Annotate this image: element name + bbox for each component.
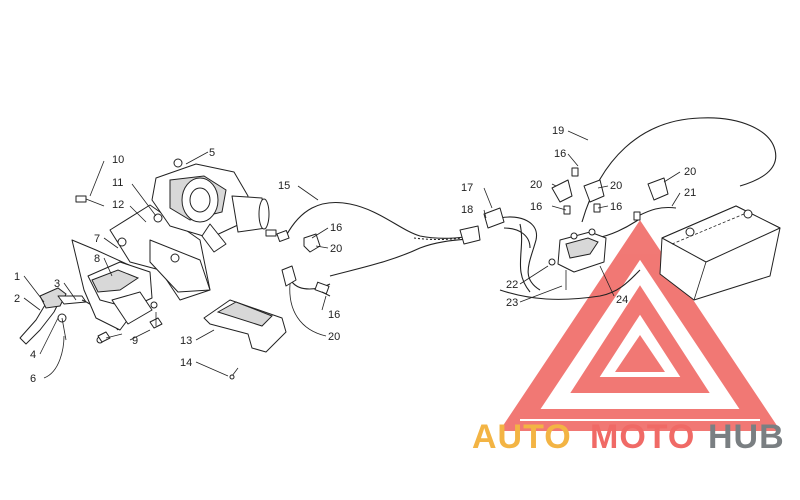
callout-20a: 20 bbox=[330, 243, 342, 255]
callout-10: 10 bbox=[112, 154, 124, 166]
callout-20b: 20 bbox=[328, 331, 340, 343]
callout-16d: 16 bbox=[530, 201, 542, 213]
callout-16a: 16 bbox=[330, 222, 342, 234]
cover-plate bbox=[203, 299, 287, 380]
winch-assembly bbox=[151, 158, 277, 253]
watermark-logo bbox=[499, 220, 781, 431]
terminals bbox=[276, 207, 505, 297]
callout-17: 17 bbox=[461, 182, 473, 194]
mount-bracket bbox=[71, 239, 158, 344]
callout-23: 23 bbox=[506, 297, 518, 309]
callout-numbers: 1 2 3 4 5 6 7 8 9 10 11 12 13 14 15 16 1… bbox=[14, 125, 696, 385]
callout-6: 6 bbox=[30, 373, 36, 385]
callout-13: 13 bbox=[180, 335, 192, 347]
callout-15: 15 bbox=[278, 180, 290, 192]
winch-mount-plate bbox=[109, 204, 211, 301]
callout-7: 7 bbox=[94, 233, 100, 245]
callout-1: 1 bbox=[14, 271, 20, 283]
relay-box bbox=[548, 228, 607, 290]
watermark-part3: HUB bbox=[708, 418, 785, 456]
callout-12: 12 bbox=[112, 199, 124, 211]
callout-18: 18 bbox=[461, 204, 473, 216]
throttle-lever bbox=[19, 287, 119, 345]
callout-16b: 16 bbox=[328, 309, 340, 321]
battery bbox=[659, 205, 781, 301]
bolts-9 bbox=[97, 312, 163, 343]
callout-16c: 16 bbox=[554, 148, 566, 160]
callout-9: 9 bbox=[132, 335, 138, 347]
callout-24: 24 bbox=[616, 294, 628, 306]
watermark-part2: MOTO bbox=[590, 418, 695, 456]
callout-20c: 20 bbox=[530, 179, 542, 191]
callout-5: 5 bbox=[209, 147, 215, 159]
callout-2: 2 bbox=[14, 293, 20, 305]
watermark-text: AUTO MOTO HUB bbox=[472, 418, 785, 456]
callout-19: 19 bbox=[552, 125, 564, 137]
callout-21: 21 bbox=[684, 187, 696, 199]
callout-8: 8 bbox=[94, 253, 100, 265]
callout-20e: 20 bbox=[610, 180, 622, 192]
watermark-part1: AUTO bbox=[472, 418, 572, 456]
callout-22: 22 bbox=[506, 279, 518, 291]
leader-lines bbox=[23, 130, 681, 379]
callout-3: 3 bbox=[54, 278, 60, 290]
callout-20d: 20 bbox=[684, 166, 696, 178]
callout-11: 11 bbox=[112, 177, 123, 189]
callout-4: 4 bbox=[30, 349, 36, 361]
wire-harness bbox=[285, 117, 777, 300]
terminal-boots bbox=[551, 167, 669, 221]
callout-16e: 16 bbox=[610, 201, 622, 213]
callout-14: 14 bbox=[180, 357, 192, 369]
